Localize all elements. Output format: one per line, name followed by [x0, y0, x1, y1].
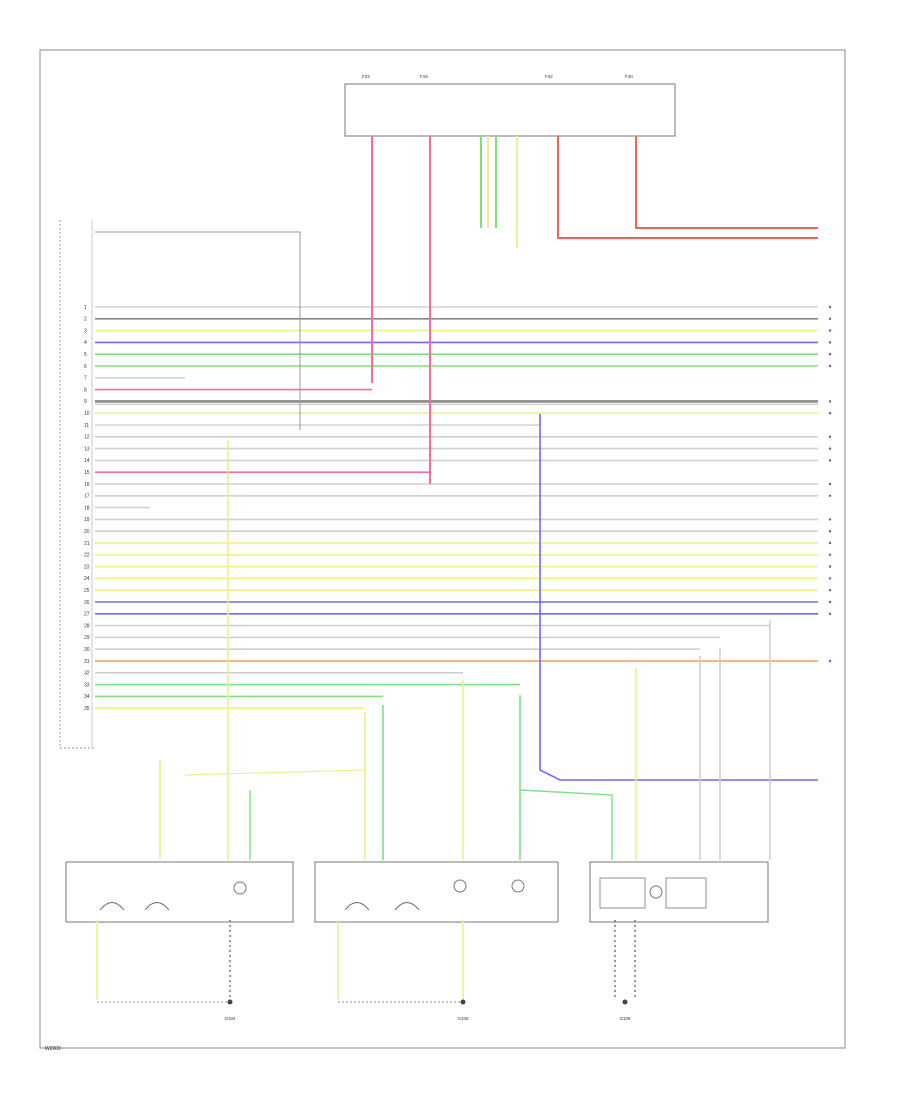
fuse-drops [371, 136, 818, 484]
harness-right-pin [828, 435, 832, 438]
harness-pin-number: 2 [84, 317, 87, 323]
harness-right-pin [828, 541, 832, 545]
harness-pin-number: 18 [84, 505, 90, 511]
route-green-right [519, 789, 613, 860]
harness-pin-number: 25 [84, 588, 90, 594]
module-center [314, 861, 559, 923]
harness-right-pin [828, 412, 832, 415]
harness-pin-number: 29 [84, 635, 90, 641]
harness-pin-number: 34 [84, 694, 90, 700]
figure-id: W2009 [45, 1046, 61, 1052]
harness-pin-number: 6 [84, 364, 87, 370]
ground-label-center: G105 [457, 1016, 469, 1021]
module-center-lamp-icon-2 [511, 879, 525, 893]
harness-pin-number: 30 [84, 647, 90, 653]
harness-pin-number: 8 [84, 387, 87, 393]
harness-right-pin [828, 341, 832, 344]
fuse-drop-red [557, 136, 818, 239]
harness-right-pin [828, 482, 832, 486]
harness-right-pin [828, 353, 832, 356]
harness-right-pin [828, 518, 832, 521]
module-center-box [314, 861, 559, 923]
fuse-label-3: F32 [545, 74, 553, 79]
harness-right-pin [828, 329, 832, 332]
harness-pin-number: 32 [84, 671, 90, 677]
harness-pin-number: 35 [84, 706, 90, 712]
harness-pin-number: 14 [84, 458, 90, 464]
harness-right-pin [828, 612, 832, 615]
harness-pin-number: 13 [84, 446, 90, 452]
harness-right-pin [828, 364, 832, 368]
harness-pin-number: 23 [84, 564, 90, 570]
fuse-labels: F22 F15 F32 F40 [362, 74, 633, 79]
harness-right-pin [828, 577, 832, 580]
harness-pin-number: 4 [84, 340, 87, 346]
harness-pin-number: 16 [84, 482, 90, 488]
ground-point-right [622, 999, 628, 1005]
harness-right-pin [828, 565, 832, 568]
harness-pin-number: 11 [84, 423, 89, 429]
module-left-lamp-icon [233, 881, 247, 895]
harness-pin-number: 27 [84, 612, 90, 618]
harness-pin-number: 17 [84, 494, 90, 500]
route-yellow-cross [184, 769, 366, 776]
harness-pin-number: 3 [84, 328, 87, 334]
harness-wires: 1234567891011121314151617181920212223242… [84, 305, 832, 712]
harness-pin-number: 31 [84, 659, 90, 665]
harness-right-pin [828, 459, 832, 462]
fuse-label-1: F22 [362, 74, 370, 79]
harness-pin-number: 5 [84, 352, 87, 358]
harness-pin-number: 28 [84, 623, 90, 629]
harness-pin-number: 19 [84, 517, 90, 523]
route-blue-right [539, 414, 818, 781]
ground-point-left [227, 999, 233, 1005]
harness-right-pin [828, 659, 832, 663]
harness-pin-number: 24 [84, 576, 90, 582]
vertical-routes [159, 414, 818, 860]
harness-pin-number: 22 [84, 553, 90, 559]
harness-right-pin [828, 600, 832, 604]
ground-label-right: G106 [619, 1016, 631, 1021]
harness-right-pin [828, 530, 832, 533]
harness-pin-number: 33 [84, 682, 90, 688]
left-connector-outline [59, 220, 95, 749]
harness-right-pin [828, 553, 832, 556]
harness-right-pin [828, 305, 832, 309]
harness-pin-number: 9 [84, 399, 87, 405]
harness-right-pin [828, 317, 832, 320]
module-left-relay [99, 902, 170, 911]
harness-pin-number: 1 [84, 305, 87, 311]
fuse-label-2: F15 [420, 74, 428, 79]
ground-points: G104 G105 G106 [224, 999, 631, 1021]
harness-pin-number: 10 [84, 411, 90, 417]
harness-pin-number: 26 [84, 600, 90, 606]
module-center-lamp-icon [453, 879, 467, 893]
diagram-frame [39, 49, 846, 1049]
fuse-label-4: F40 [625, 74, 633, 79]
harness-right-pin [828, 494, 832, 497]
module-right-inner-left [599, 877, 646, 909]
harness-pin-number: 20 [84, 529, 90, 535]
module-center-relay [344, 902, 420, 911]
module-left-box [65, 861, 294, 923]
harness-pin-number: 21 [84, 541, 90, 547]
harness-right-pin [828, 400, 832, 403]
harness-right-pin [828, 447, 832, 450]
ground-label-left: G104 [224, 1016, 236, 1021]
fuse-drop-red-2 [635, 136, 818, 229]
ground-point-center [460, 999, 466, 1005]
module-right-box [589, 861, 769, 923]
module-left [65, 861, 294, 923]
harness-pin-number: 12 [84, 435, 90, 441]
module-right-lamp-icon [649, 885, 663, 899]
harness-right-pin [828, 589, 832, 592]
harness-pin-number: 15 [84, 470, 90, 476]
module-right-inner-right [665, 877, 707, 909]
module-right [589, 861, 769, 923]
switch-feed-line [95, 231, 301, 430]
fuse-block [344, 83, 676, 137]
module-ground-lines [96, 920, 636, 1003]
harness-pin-number: 7 [84, 376, 87, 382]
